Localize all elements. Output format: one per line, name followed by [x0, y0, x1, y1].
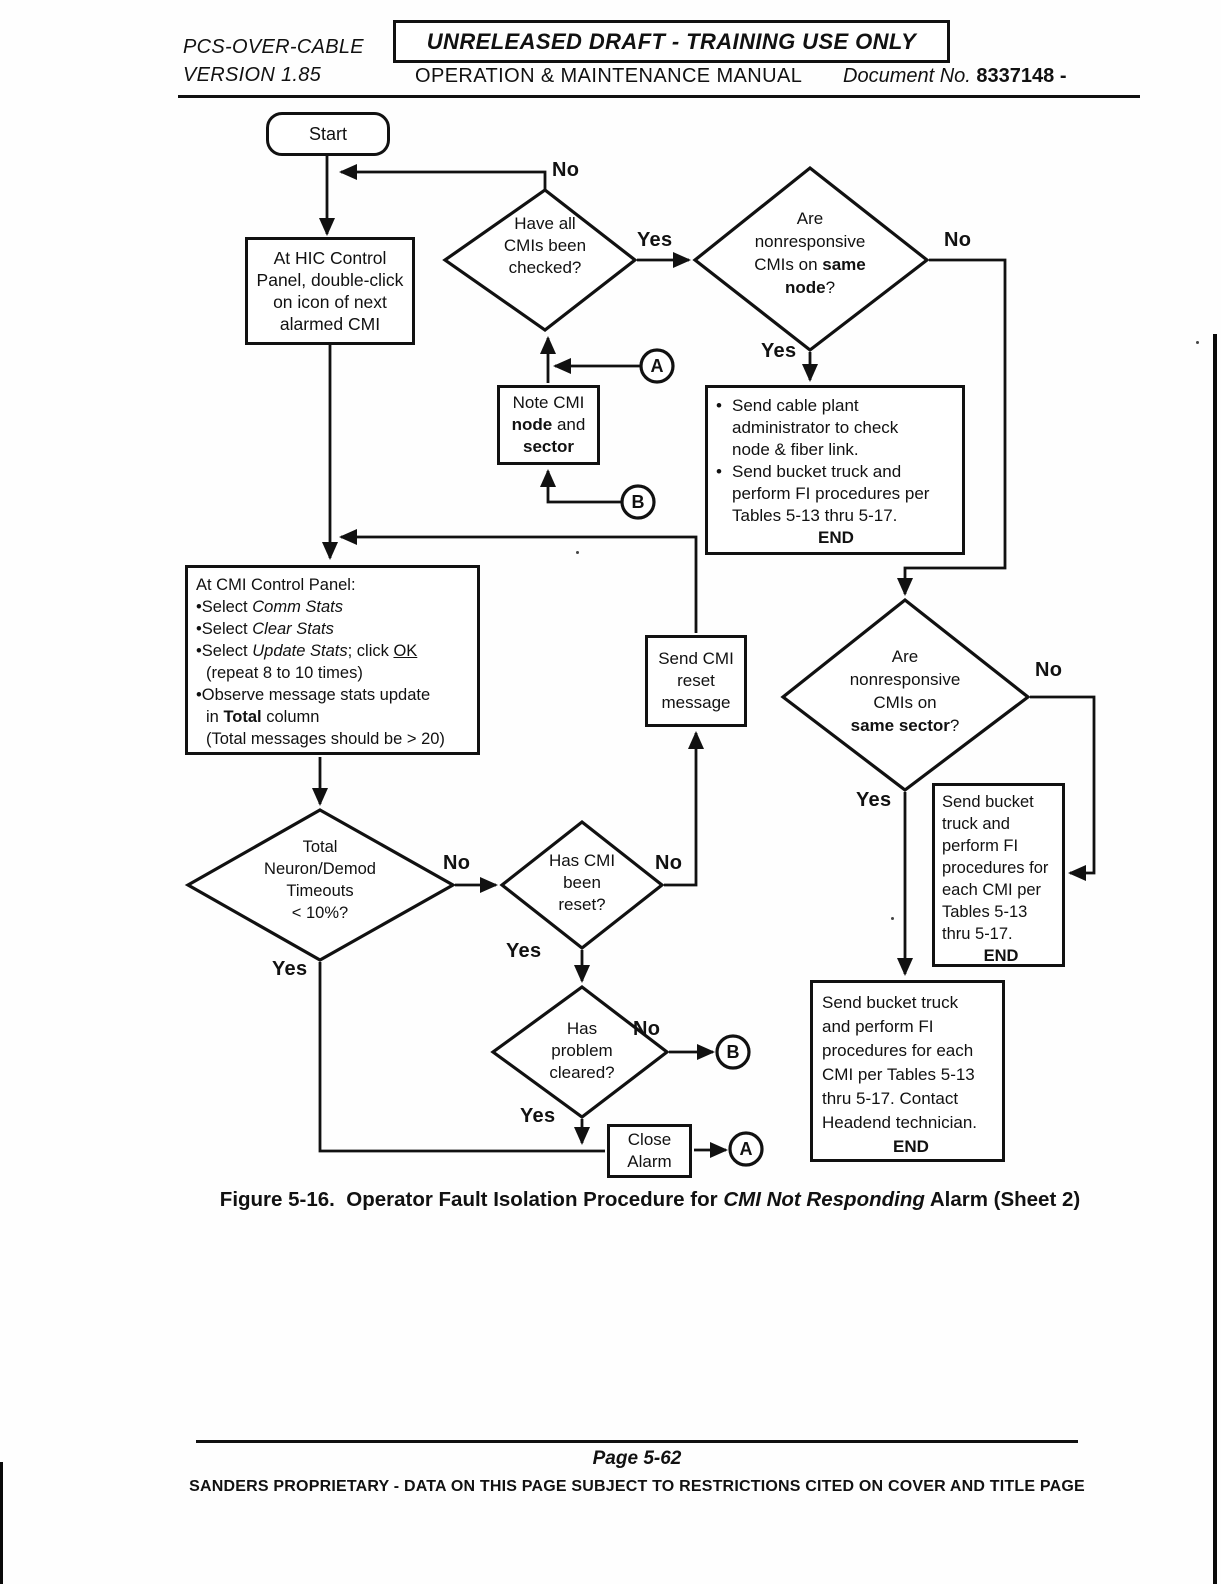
bucket-line: Send bucket [942, 793, 1034, 811]
resetmsg-line: reset [677, 671, 715, 690]
label-yes-reset: Yes [506, 940, 542, 962]
proprietary-notice: SANDERS PROPRIETARY - DATA ON THIS PAGE … [189, 1478, 1085, 1495]
connector-a-top-label: A [650, 355, 664, 376]
final-line: procedures for each [822, 1041, 974, 1060]
sector-diamond-text: Are nonresponsive CMIs on same sector? [849, 647, 961, 735]
cmi-line: At CMI Control Panel: [196, 576, 356, 594]
cable-plant-action-box: • Send cable plant administrator to chec… [705, 385, 965, 555]
final-line: Send bucket truck [822, 993, 959, 1012]
cmi-line: in Total column [206, 708, 320, 726]
label-yes-sector: Yes [856, 789, 892, 811]
product-name: PCS-OVER-CABLE [183, 36, 364, 58]
reset-diamond-text: Has CMI been reset? [548, 851, 616, 914]
problem-diamond-text: Has problem cleared? [549, 1019, 615, 1082]
scan-speck [576, 551, 579, 554]
scan-speck [891, 917, 894, 920]
hic-line: alarmed CMI [279, 314, 381, 334]
label-yes-problem: Yes [520, 1105, 556, 1127]
label-no-total: No [443, 852, 471, 874]
node-diamond-text: Are nonresponsive CMIs on same node? [754, 209, 866, 297]
note-line: sector [522, 437, 575, 456]
close-alarm-box: Close Alarm [607, 1124, 692, 1178]
total-diamond-text: Total Neuron/Demod Timeouts < 10%? [264, 838, 376, 922]
resetmsg-line: message [661, 693, 731, 712]
final-line: and perform FI [822, 1017, 934, 1036]
note-line: Note CMI [512, 393, 585, 412]
connector-a-bottom-label: A [739, 1138, 753, 1159]
label-no-checked: No [552, 159, 580, 181]
resetmsg-line: Send CMI [658, 649, 734, 668]
bucket-line: each CMI per [942, 881, 1042, 899]
scan-edge-right [1213, 334, 1217, 1584]
bucket-line: Tables 5-13 [942, 903, 1028, 921]
end-label: END [818, 528, 854, 547]
label-no-node: No [944, 229, 972, 251]
bucket-line: truck and [942, 815, 1010, 833]
bucket-truck-sector-box: Send bucket truck and perform FI procedu… [932, 783, 1065, 967]
checked-diamond-text: Have all CMIs been checked? [503, 214, 587, 277]
scan-speck [1196, 341, 1199, 344]
page-number: Page 5-62 [592, 1448, 682, 1469]
end-label: END [893, 1137, 929, 1156]
close-line: Alarm [627, 1152, 672, 1171]
cable-bullet-1: • Send cable plant administrator to chec… [716, 396, 899, 459]
end-label: END [983, 947, 1019, 965]
draft-banner-text: UNRELEASED DRAFT - TRAINING USE ONLY [426, 28, 917, 54]
label-no-sector: No [1035, 659, 1063, 681]
figure-caption: Figure 5-16. Operator Fault Isolation Pr… [219, 1188, 1081, 1211]
cmi-line: •Observe message stats update [196, 686, 431, 704]
label-no-problem: No [633, 1018, 661, 1040]
doc-no-value: 8337148 - [976, 65, 1067, 87]
bucket-line: perform FI [942, 837, 1019, 855]
label-yes-checked: Yes [637, 229, 673, 251]
final-line: thru 5-17. Contact [822, 1089, 959, 1108]
footer-rule [196, 1440, 1078, 1443]
cmi-control-panel-box: At CMI Control Panel: •Select Comm Stats… [185, 565, 480, 755]
cable-bullet-2: • Send bucket truck and perform FI proce… [716, 462, 930, 525]
product-version: VERSION 1.85 [183, 64, 322, 86]
bucket-line: procedures for [942, 859, 1049, 877]
note-cmi-box: Note CMI node and sector [497, 385, 600, 465]
start-terminator: Start [266, 112, 390, 156]
hic-line: At HIC Control [273, 248, 387, 268]
cmi-line: •Select Update Stats; click OK [196, 642, 418, 660]
label-yes-total: Yes [272, 958, 308, 980]
header-rule [178, 95, 1140, 98]
send-cmi-reset-box: Send CMI reset message [645, 635, 747, 727]
hic-line: on icon of next [273, 292, 387, 312]
hic-control-panel-box: At HIC Control Panel, double-click on ic… [245, 237, 415, 345]
final-line: CMI per Tables 5-13 [822, 1065, 975, 1084]
final-line: Headend technician. [822, 1113, 978, 1132]
scan-edge-left [0, 1462, 3, 1584]
label-yes-node: Yes [761, 340, 797, 362]
label-no-reset: No [655, 852, 683, 874]
draft-banner-box: UNRELEASED DRAFT - TRAINING USE ONLY [393, 20, 950, 63]
cmi-line: (repeat 8 to 10 times) [206, 664, 363, 682]
start-label: Start [308, 124, 347, 144]
bucket-truck-final-box: Send bucket truck and perform FI procedu… [810, 980, 1005, 1162]
hic-line: Panel, double-click [256, 270, 404, 290]
cmi-line: (Total messages should be > 20) [206, 730, 445, 748]
bucket-line: thru 5-17. [942, 925, 1013, 943]
manual-title: OPERATION & MAINTENANCE MANUAL [415, 65, 803, 87]
cmi-line: •Select Comm Stats [196, 598, 344, 616]
doc-no-label: Document No. [843, 65, 971, 87]
close-line: Close [627, 1130, 672, 1149]
connector-b-top-label: B [631, 491, 645, 512]
note-line: node and [511, 415, 586, 434]
connector-b-bottom-label: B [726, 1041, 740, 1062]
cmi-line: •Select Clear Stats [196, 620, 334, 638]
